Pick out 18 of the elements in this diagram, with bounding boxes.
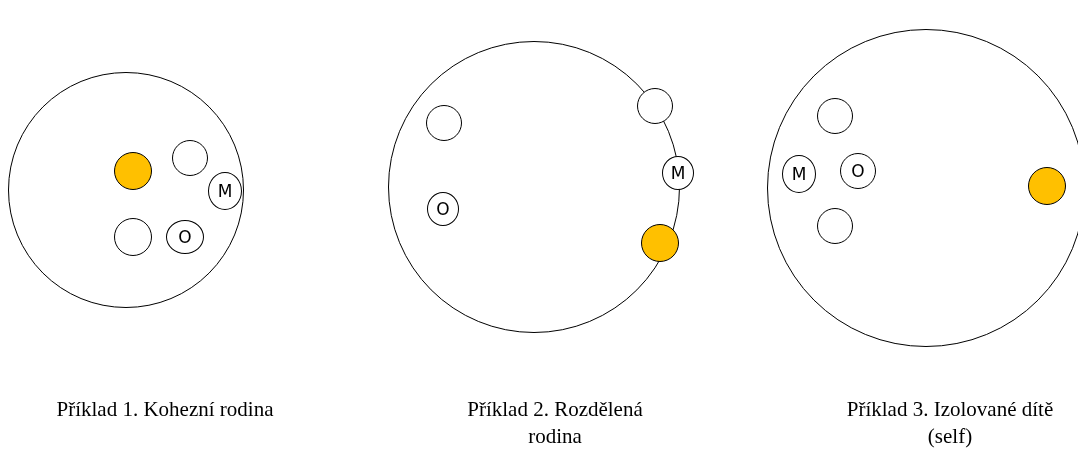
member-circle: M bbox=[782, 155, 816, 193]
member-circle bbox=[426, 105, 462, 141]
member-circle: O bbox=[427, 192, 459, 226]
member-circle: M bbox=[662, 156, 694, 190]
example-caption: Příklad 3. Izolované dítě (self) bbox=[845, 396, 1055, 450]
member-circle bbox=[637, 88, 673, 124]
member-circle bbox=[817, 208, 853, 244]
member-circle: O bbox=[840, 153, 876, 189]
member-circle bbox=[641, 224, 679, 262]
member-circle bbox=[172, 140, 208, 176]
member-circle: M bbox=[208, 172, 242, 210]
example-caption: Příklad 1. Kohezní rodina bbox=[55, 396, 275, 423]
member-circle bbox=[114, 152, 152, 190]
member-circle bbox=[817, 98, 853, 134]
example-caption: Příklad 2. Rozdělená rodina bbox=[466, 396, 644, 450]
member-circle bbox=[1028, 167, 1066, 205]
member-circle: O bbox=[166, 220, 204, 254]
member-circle bbox=[114, 218, 152, 256]
